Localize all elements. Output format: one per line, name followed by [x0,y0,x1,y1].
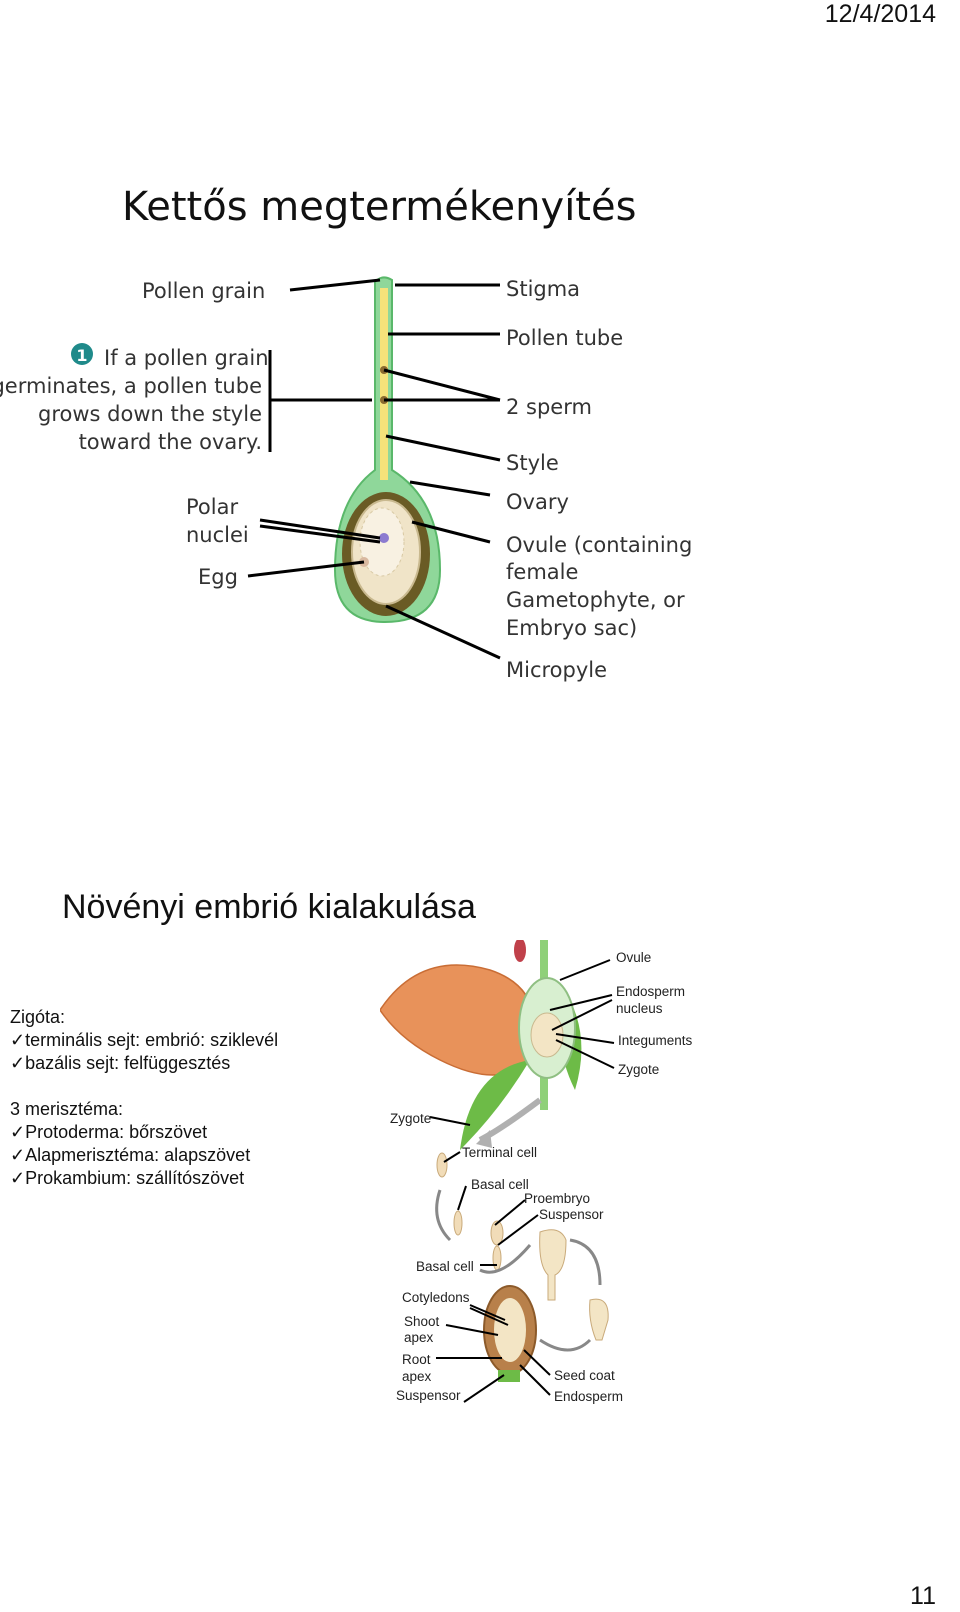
label-suspensor-bottom: Suspensor [396,1388,461,1403]
label-polar-nuclei-line-2: nuclei [186,523,249,547]
embryo-development-diagram: Ovule Endosperm nucleus Integuments Zygo… [380,940,693,1404]
embryo-stages [436,1152,609,1382]
label-suspensor-top: Suspensor [539,1207,604,1222]
step-text-line-3: grows down the style [38,402,262,426]
label-endosperm: Endosperm [554,1389,623,1404]
label-endosperm-nucleus-line-1: Endosperm [616,984,685,999]
list-item: ✓Protoderma: bőrszövet [10,1122,208,1142]
label-root-apex-line-1: Root [402,1352,431,1367]
label-2-sperm: 2 sperm [506,395,592,419]
label-ovule-line-4: Embryo sac) [506,616,637,640]
label-cotyledons: Cotyledons [402,1290,470,1305]
label-ovule: Ovule [616,950,651,965]
list-item: ✓Prokambium: szállítószövet [10,1168,245,1188]
list-item: ✓Alapmerisztéma: alapszövet [10,1145,251,1165]
label-ovule-line-2: female [506,560,578,584]
label-egg: Egg [198,565,238,589]
label-zygote-left: Zygote [390,1111,431,1126]
step-badge-icon [71,343,93,365]
double-fertilization-diagram: 1 If a pollen grain germinates, a pollen… [0,276,692,682]
meristem-heading: 3 merisztéma: [10,1099,124,1119]
label-pollen-grain: Pollen grain [142,279,265,303]
leader-lines [247,278,501,660]
zygote-heading: Zigóta: [10,1007,66,1027]
check-icon: ✓ [10,1145,26,1165]
flower-illustration [380,940,582,1150]
step-text-line-1: If a pollen grain [104,346,269,370]
step-text-line-4: toward the ovary. [79,430,262,454]
slide-title-plant-embryo: Növényi embrió kialakulása [62,888,476,926]
slide-title-double-fertilization: Kettős megtermékenyítés [122,184,637,230]
label-stigma: Stigma [506,277,580,301]
step-number: 1 [76,346,87,365]
label-basal-cell-lower: Basal cell [416,1259,474,1274]
embryo-notes: Zigóta: ✓terminális sejt: embrió: szikle… [10,1006,278,1190]
list-item: ✓bazális sejt: felfüggesztés [10,1053,231,1073]
label-integuments: Integuments [618,1033,693,1048]
cycle-arrows [435,1189,602,1352]
label-ovary: Ovary [506,490,569,514]
label-ovule-line-1: Ovule (containing [506,533,692,557]
label-proembryo: Proembryo [524,1191,590,1206]
label-ovule-line-3: Gametophyte, or [506,588,685,612]
header-date: 12/4/2014 [824,0,936,28]
pistil-illustration [333,276,442,624]
label-endosperm-nucleus-line-2: nucleus [616,1001,663,1016]
check-icon: ✓ [10,1122,26,1142]
list-item: ✓terminális sejt: embrió: sziklevél [10,1030,279,1050]
label-zygote-top: Zygote [618,1062,659,1077]
page-number: 11 [910,1582,936,1610]
check-icon: ✓ [10,1053,26,1073]
label-basal-cell: Basal cell [471,1177,529,1192]
check-icon: ✓ [10,1030,26,1050]
label-shoot-apex-line-2: apex [404,1330,434,1345]
label-pollen-tube: Pollen tube [506,326,623,350]
check-icon: ✓ [10,1168,26,1188]
label-polar-nuclei-line-1: Polar [186,495,238,519]
label-root-apex-line-2: apex [402,1369,432,1384]
label-terminal-cell: Terminal cell [462,1145,537,1160]
label-shoot-apex-line-1: Shoot [404,1314,440,1329]
label-micropyle: Micropyle [506,658,607,682]
step-text-line-2: germinates, a pollen tube [0,374,262,398]
label-style: Style [506,451,559,475]
leader-lines [429,959,615,1403]
label-seed-coat: Seed coat [554,1368,615,1383]
